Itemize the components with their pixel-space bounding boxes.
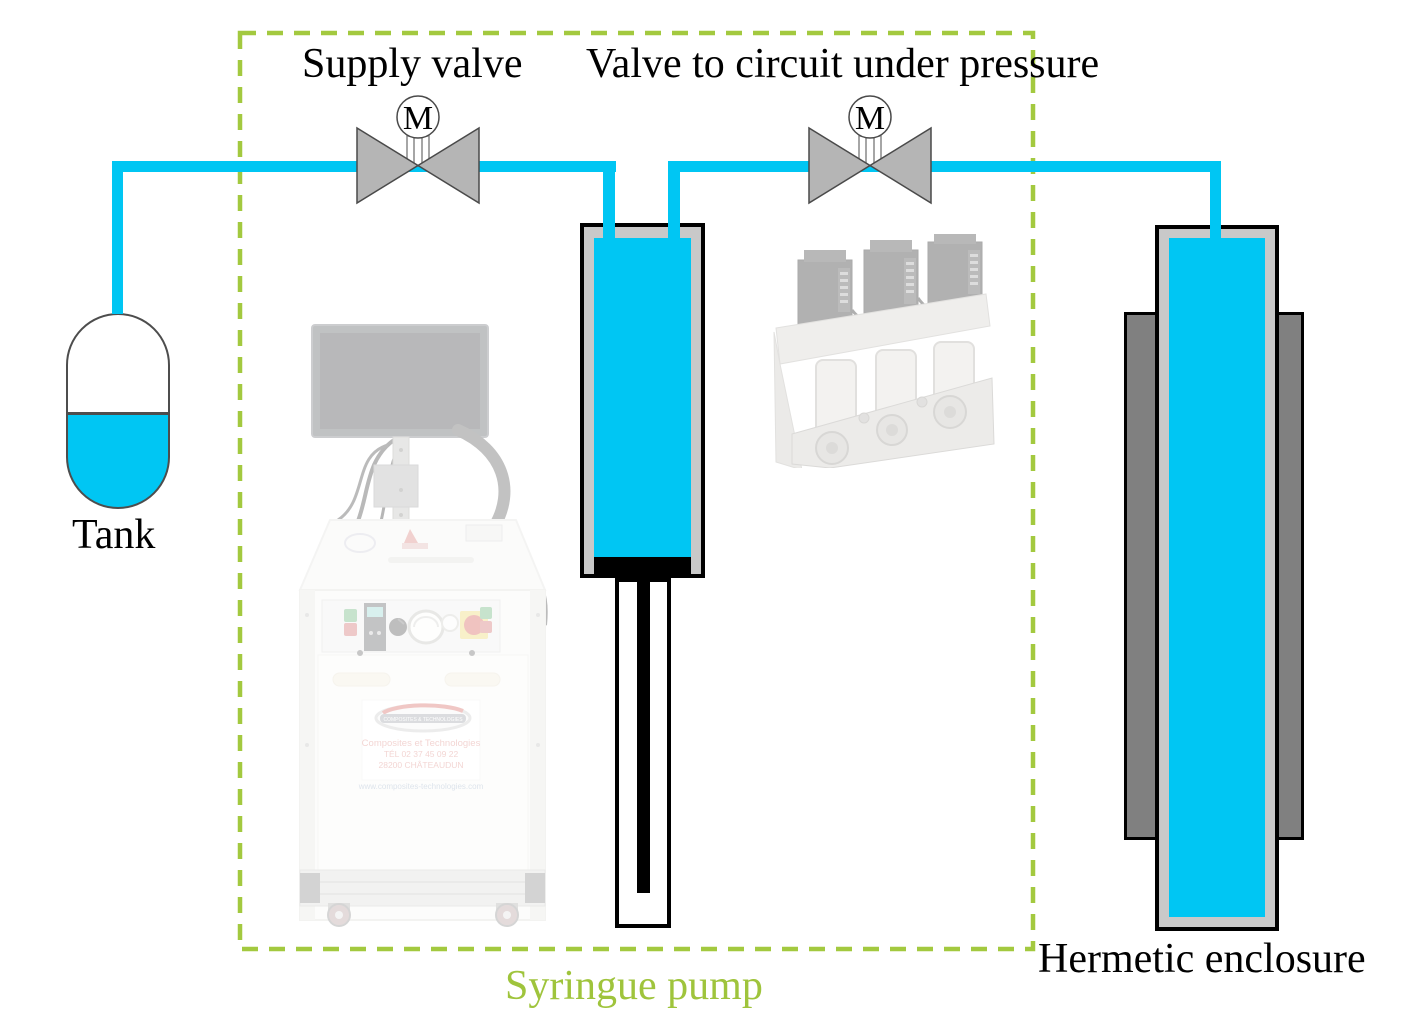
motor-letter: M (855, 100, 885, 137)
base-rails (299, 869, 546, 907)
circuit-valve: M (808, 95, 932, 205)
sticker-logo-text: COMPOSITES & TECHNOLOGIES (383, 717, 463, 723)
tank-label: Tank (72, 512, 156, 558)
on-button (480, 607, 492, 619)
enclosure-fluid (1169, 238, 1265, 917)
syringe-piston-seal (594, 557, 691, 574)
corner-block-right (525, 873, 545, 903)
monitor-screen (320, 333, 480, 429)
motor-actuator-circle (848, 95, 892, 139)
sticker-line3: 28200 CHÂTEAUDUN (378, 760, 463, 770)
pole-bracket (373, 464, 419, 508)
cabinet-top (298, 519, 547, 591)
syringe-barrel (580, 223, 705, 578)
syringe-pump-label: Syringue pump (505, 963, 763, 1009)
valve-body (868, 126, 932, 205)
syringe-fluid (594, 238, 691, 557)
tank (66, 313, 170, 509)
top-label (465, 524, 503, 542)
pump-head-photo (773, 234, 995, 468)
door-handle-left (332, 672, 391, 687)
push-button (441, 614, 459, 632)
stop-button (344, 623, 357, 636)
valve-stem (406, 135, 430, 167)
corner-block-left (300, 873, 320, 903)
hermetic-enclosure-label: Hermetic enclosure (1038, 936, 1366, 982)
motor-letter: M (403, 100, 433, 137)
off-button (480, 621, 492, 633)
door-screw (469, 650, 475, 656)
valve-stem (858, 135, 882, 167)
motor-actuator-circle (396, 95, 440, 139)
sticker-website: www.composites-technologies.com (358, 782, 484, 791)
supply-valve: M (356, 95, 480, 205)
syringe-pump-machine-photo: COMPOSITES & TECHNOLOGIES Composites et … (298, 324, 548, 927)
company-sticker: COMPOSITES & TECHNOLOGIES Composites et … (358, 699, 484, 791)
door-screw (357, 650, 363, 656)
start-button (344, 609, 357, 622)
door-handle-right (444, 672, 501, 687)
top-logo-bar (402, 543, 428, 549)
valve-body (356, 126, 420, 205)
rotary-knob (389, 618, 407, 636)
sticker-line2: TÉL 02 37 45 09 22 (384, 749, 459, 759)
controller-display (367, 607, 383, 617)
circuit-valve-label: Valve to circuit under pressure (586, 41, 1100, 87)
valve-body (808, 126, 872, 205)
hermetic-enclosure-vessel (1155, 225, 1279, 931)
sticker-line1: Composites et Technologies (362, 738, 481, 749)
syringe-plunger-rod (637, 576, 650, 893)
top-caption-bar (388, 557, 474, 563)
valve-body (416, 126, 480, 205)
supply-valve-label: Supply valve (302, 41, 523, 87)
